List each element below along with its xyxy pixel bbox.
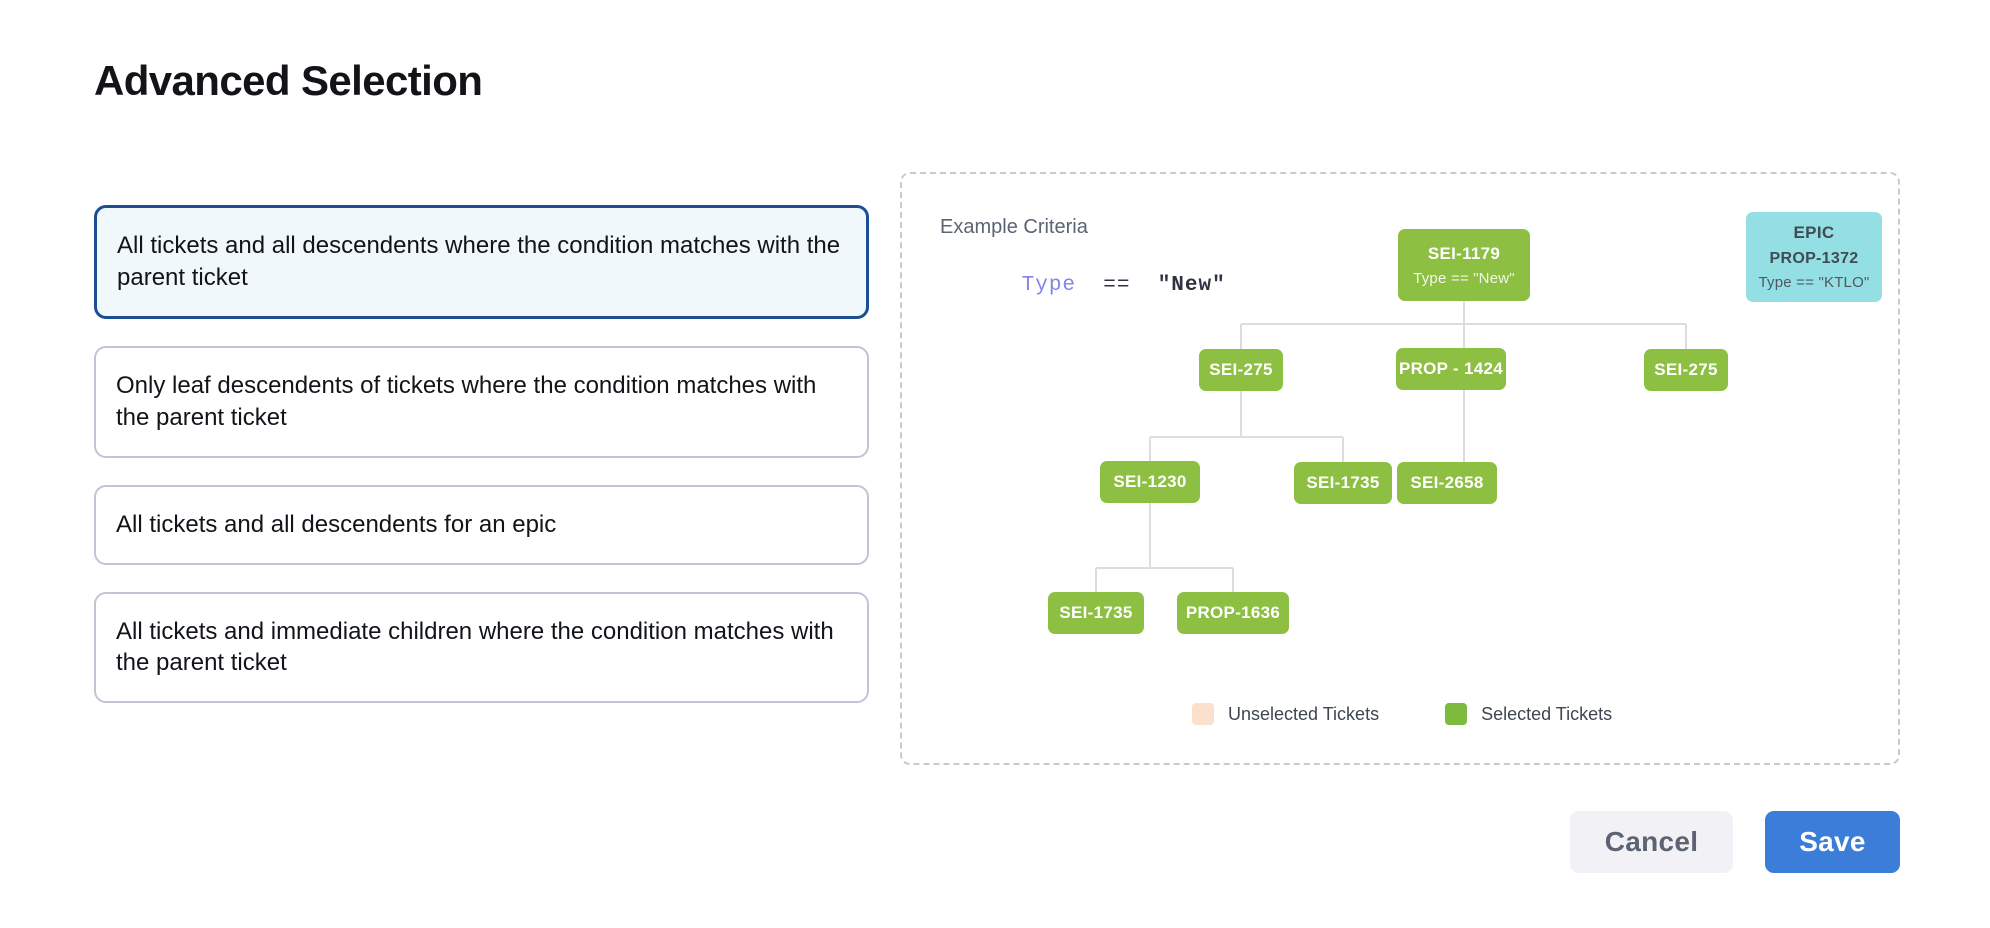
option-card-immediate-children[interactable]: All tickets and immediate children where… <box>94 591 869 704</box>
graph-connectors <box>1095 301 1687 592</box>
legend-label: Selected Tickets <box>1481 703 1613 724</box>
graph-node-root[interactable]: SEI-1179 Type == "New" <box>1398 229 1530 301</box>
legend-item-selected: Selected Tickets <box>1445 703 1612 725</box>
graph-node-prop-1424[interactable]: PROP - 1424 <box>1396 348 1506 390</box>
graph-node-sei-275-left[interactable]: SEI-275 <box>1199 349 1283 391</box>
node-id: SEI-1230 <box>1113 472 1187 491</box>
node-id: PROP-1636 <box>1185 603 1281 622</box>
legend-swatch-icon <box>1192 703 1214 725</box>
node-id: SEI-1179 <box>1427 243 1501 263</box>
ticket-hierarchy-graph: SEI-1179 Type == "New" EPIC PROP-1372 Ty… <box>902 174 1902 767</box>
node-id: SEI-1735 <box>1306 473 1380 492</box>
option-label: Only leaf descendents of tickets where t… <box>116 371 817 431</box>
option-label: All tickets and all descendents where th… <box>117 232 841 291</box>
criteria-expression: Type == "New" <box>940 251 1226 320</box>
save-button[interactable]: Save <box>1765 811 1900 873</box>
criteria-value: "New" <box>1157 274 1226 297</box>
graph-legend: Unselected Tickets Selected Tickets <box>1192 703 1612 725</box>
option-card-all-descendents[interactable]: All tickets and all descendents where th… <box>94 205 869 319</box>
graph-node-sei-1230[interactable]: SEI-1230 <box>1100 461 1200 503</box>
node-condition: Type == "KTLO" <box>1758 274 1870 291</box>
option-card-leaf-descendents[interactable]: Only leaf descendents of tickets where t… <box>94 345 869 458</box>
node-condition: Type == "New" <box>1413 269 1515 287</box>
node-id: SEI-1735 <box>1059 603 1133 622</box>
legend-swatch-icon <box>1445 703 1468 725</box>
cancel-button[interactable]: Cancel <box>1570 811 1733 873</box>
graph-node-sei-1735-leaf[interactable]: SEI-1735 <box>1048 592 1144 634</box>
legend-item-unselected: Unselected Tickets <box>1192 703 1379 725</box>
node-id: SEI-2658 <box>1410 473 1484 492</box>
graph-node-sei-275-right[interactable]: SEI-275 <box>1644 349 1728 391</box>
option-label: All tickets and immediate children where… <box>116 617 834 677</box>
option-label: All tickets and all descendents for an e… <box>116 510 557 538</box>
node-id: SEI-275 <box>1654 360 1718 379</box>
example-diagram-panel: Example Criteria Type == "New" <box>900 172 1900 765</box>
criteria-operator: == <box>1103 274 1131 297</box>
legend-label: Unselected Tickets <box>1228 703 1380 724</box>
node-kind: EPIC <box>1793 223 1835 242</box>
criteria-label: Example Criteria <box>940 216 1088 238</box>
node-id: SEI-275 <box>1209 360 1273 379</box>
criteria-key: Type <box>1021 274 1077 297</box>
graph-node-epic[interactable]: EPIC PROP-1372 Type == "KTLO" <box>1746 212 1882 302</box>
dialog-footer: Cancel Save <box>1570 811 1900 873</box>
option-card-epic-descendents[interactable]: All tickets and all descendents for an e… <box>94 484 869 565</box>
graph-node-prop-1636[interactable]: PROP-1636 <box>1177 592 1289 634</box>
selection-options-list: All tickets and all descendents where th… <box>94 205 869 704</box>
node-id: PROP - 1424 <box>1398 359 1504 378</box>
node-id: PROP-1372 <box>1769 250 1859 267</box>
page-title: Advanced Selection <box>94 57 483 104</box>
graph-node-sei-1735-mid[interactable]: SEI-1735 <box>1294 462 1392 504</box>
graph-node-sei-2658[interactable]: SEI-2658 <box>1397 462 1497 504</box>
